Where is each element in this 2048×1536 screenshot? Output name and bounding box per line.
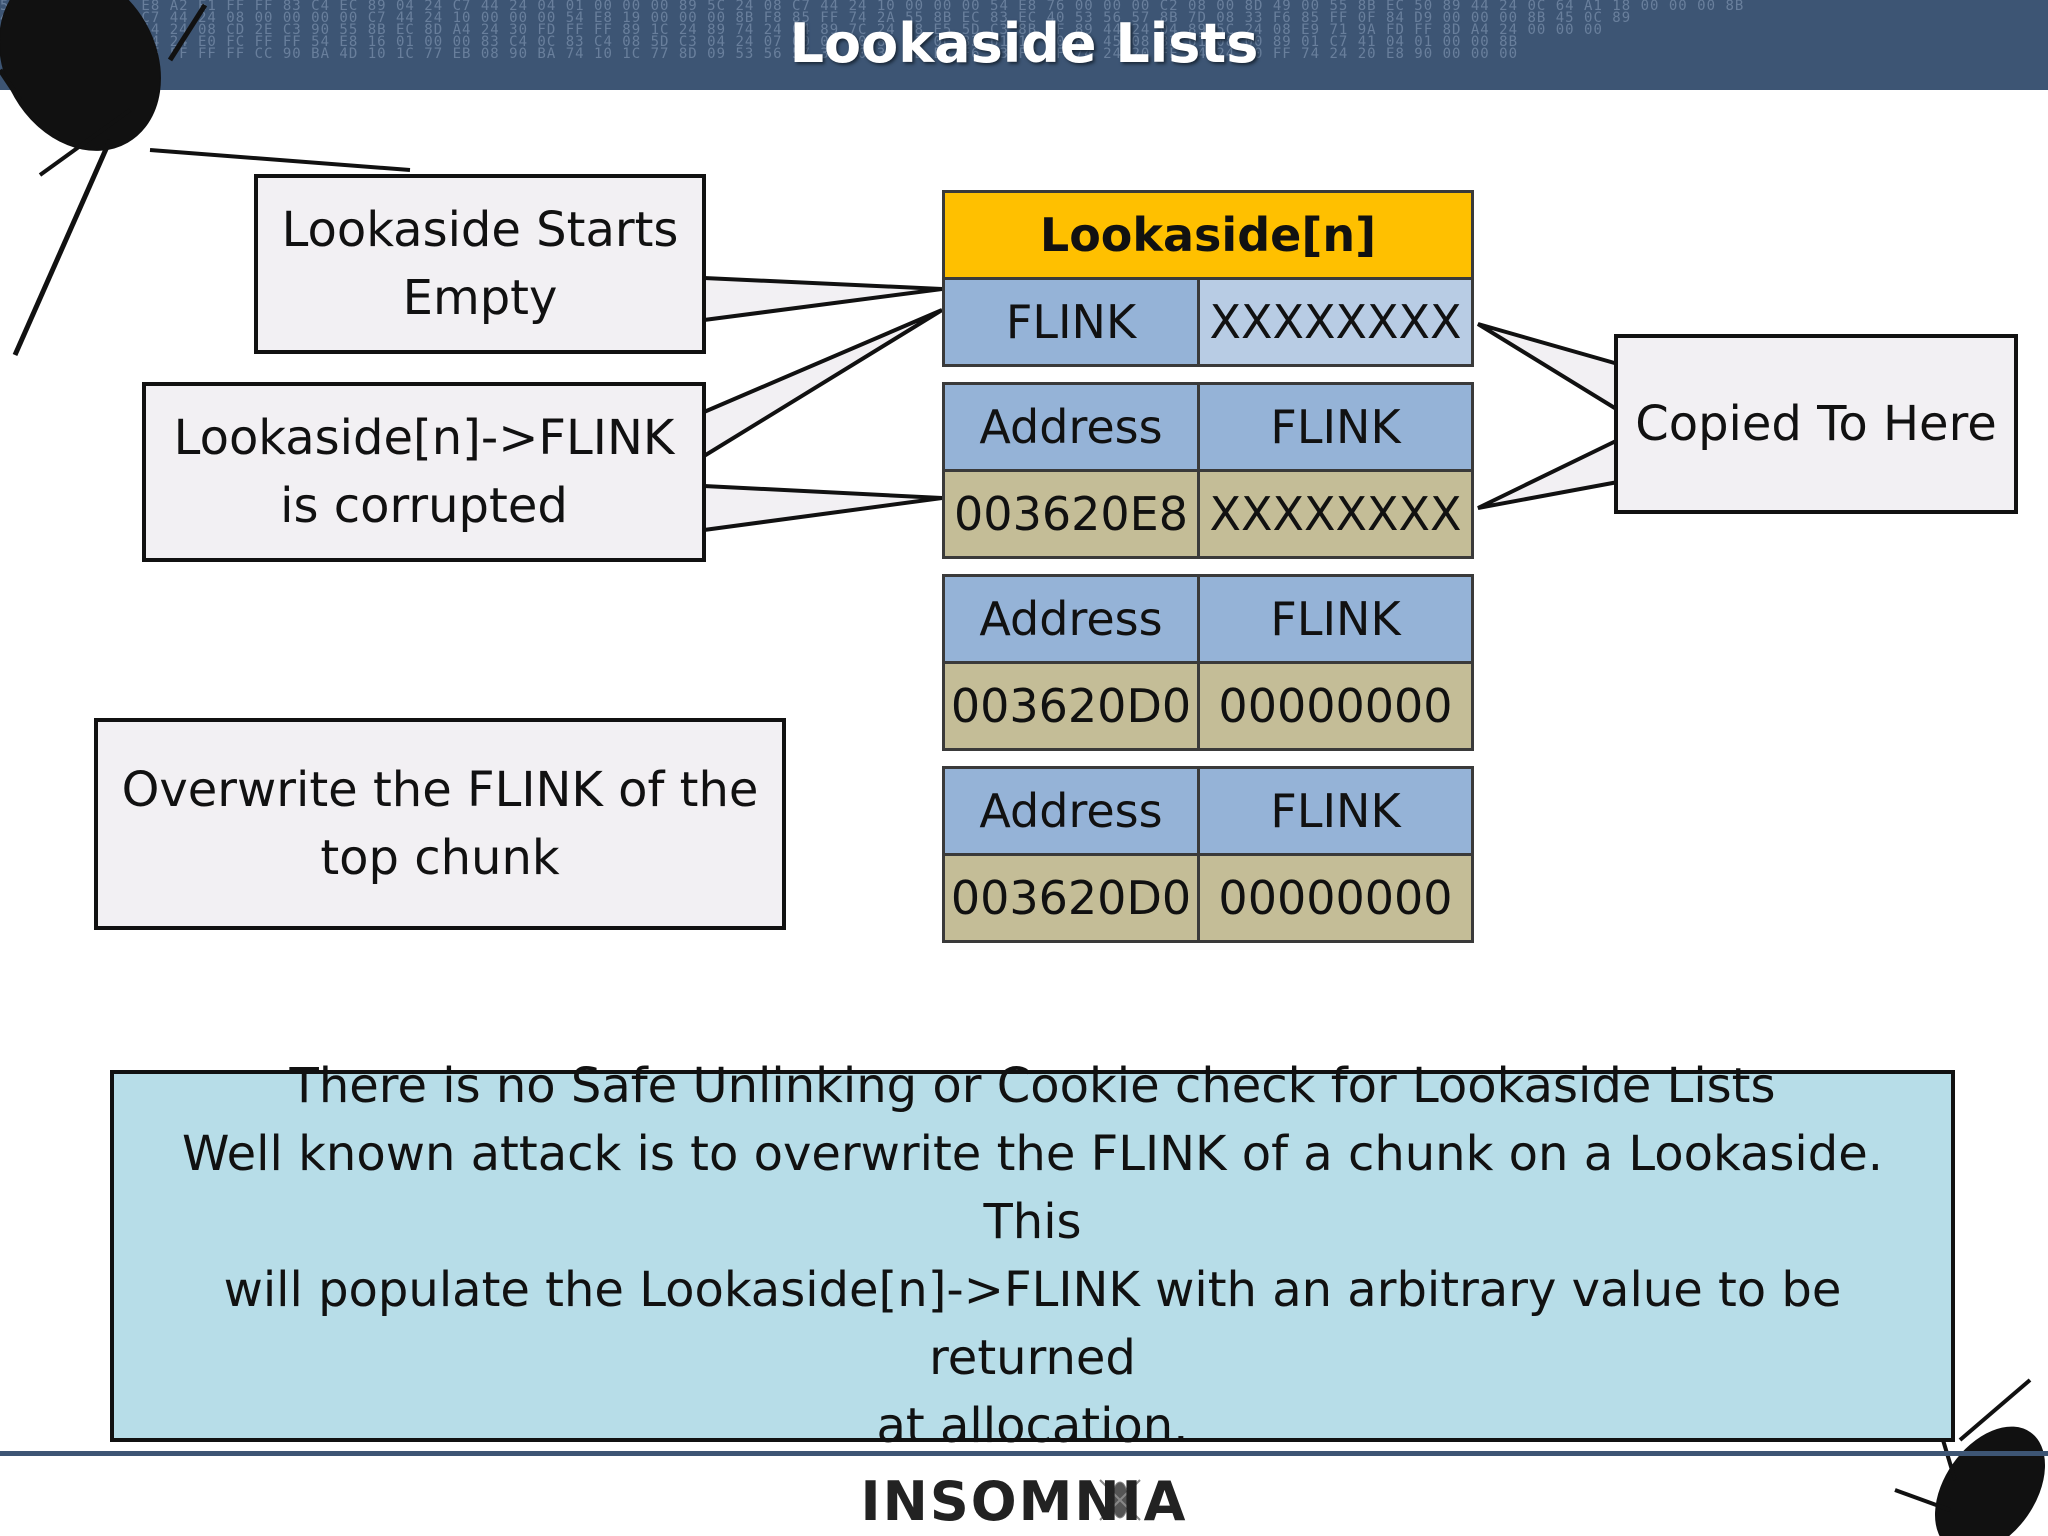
chunk-header-row: Address FLINK	[945, 385, 1471, 469]
lookaside-flink-label: FLINK	[945, 280, 1200, 364]
bug-icon-logo	[1099, 1479, 1141, 1521]
pointer-corrupted-lower	[703, 484, 943, 532]
note-line: There is no Safe Unlinking or Cookie che…	[289, 1058, 1776, 1114]
chunk-flink-value: 00000000	[1200, 664, 1471, 748]
callout-line: Overwrite the FLINK of the	[121, 762, 759, 818]
lookaside-flink-row: FLINK XXXXXXXX	[945, 277, 1471, 364]
footer-divider	[0, 1451, 2048, 1456]
pointer-starts-empty	[703, 276, 943, 322]
chunk-address-value: 003620D0	[945, 664, 1200, 748]
callout-overwrite-flink: Overwrite the FLINK of the top chunk	[94, 718, 786, 930]
chunk-flink-header: FLINK	[1200, 769, 1471, 853]
chunk-table-2: Address FLINK 003620D0 00000000	[942, 574, 1474, 751]
lookaside-header-row: Lookaside[n]	[945, 193, 1471, 277]
pointer-copied-upper	[1476, 322, 1620, 412]
chunk-header-row: Address FLINK	[945, 577, 1471, 661]
callout-line: top chunk	[320, 830, 560, 886]
lookaside-flink-value: XXXXXXXX	[1200, 280, 1471, 364]
callout-line: is corrupted	[280, 478, 568, 534]
chunk-address-value: 003620E8	[945, 472, 1200, 556]
callout-line: Empty	[402, 270, 558, 326]
callout-copied-to-here: Copied To Here	[1614, 334, 2018, 514]
chunk-table-1: Address FLINK 003620E8 XXXXXXXX	[942, 382, 1474, 559]
slide-title: Lookaside Lists	[789, 12, 1259, 75]
callout-line: Lookaside[n]->FLINK	[173, 410, 675, 466]
pointer-copied-lower	[1477, 438, 1619, 510]
insomnia-logo: INSOMNIA	[860, 1470, 1188, 1533]
note-line: will populate the Lookaside[n]->FLINK wi…	[223, 1262, 1842, 1386]
chunk-address-value: 003620D0	[945, 856, 1200, 940]
slide-header: 59 6A 3D 51 53 E8 A2 E1 FF FF 83 C4 EC 8…	[0, 0, 2048, 90]
chunk-header-row: Address FLINK	[945, 769, 1471, 853]
explanation-note: There is no Safe Unlinking or Cookie che…	[110, 1058, 1955, 1454]
chunk-flink-value: XXXXXXXX	[1200, 472, 1471, 556]
note-line: Well known attack is to overwrite the FL…	[182, 1126, 1883, 1250]
lookaside-head-table: Lookaside[n] FLINK XXXXXXXX	[942, 190, 1474, 367]
chunk-value-row: 003620D0 00000000	[945, 661, 1471, 748]
cockroach-icon-top-left	[0, 0, 411, 357]
chunk-address-header: Address	[945, 577, 1200, 661]
chunk-value-row: 003620E8 XXXXXXXX	[945, 469, 1471, 556]
chunk-flink-header: FLINK	[1200, 577, 1471, 661]
hex-dump-background: 59 6A 3D 51 53 E8 A2 E1 FF FF 83 C4 EC 8…	[0, 0, 1745, 62]
chunk-flink-header: FLINK	[1200, 385, 1471, 469]
callout-starts-empty: Lookaside Starts Empty	[254, 174, 706, 354]
callout-flink-corrupted: Lookaside[n]->FLINK is corrupted	[142, 382, 706, 562]
callout-line: Lookaside Starts	[281, 202, 679, 258]
chunk-address-header: Address	[945, 385, 1200, 469]
chunk-table-3: Address FLINK 003620D0 00000000	[942, 766, 1474, 943]
lookaside-header: Lookaside[n]	[945, 193, 1471, 277]
chunk-value-row: 003620D0 00000000	[945, 853, 1471, 940]
chunk-address-header: Address	[945, 769, 1200, 853]
callout-line: Copied To Here	[1635, 396, 1997, 452]
note-line: at allocation.	[876, 1398, 1189, 1454]
chunk-flink-value: 00000000	[1200, 856, 1471, 940]
pointer-corrupted-upper	[702, 308, 944, 458]
